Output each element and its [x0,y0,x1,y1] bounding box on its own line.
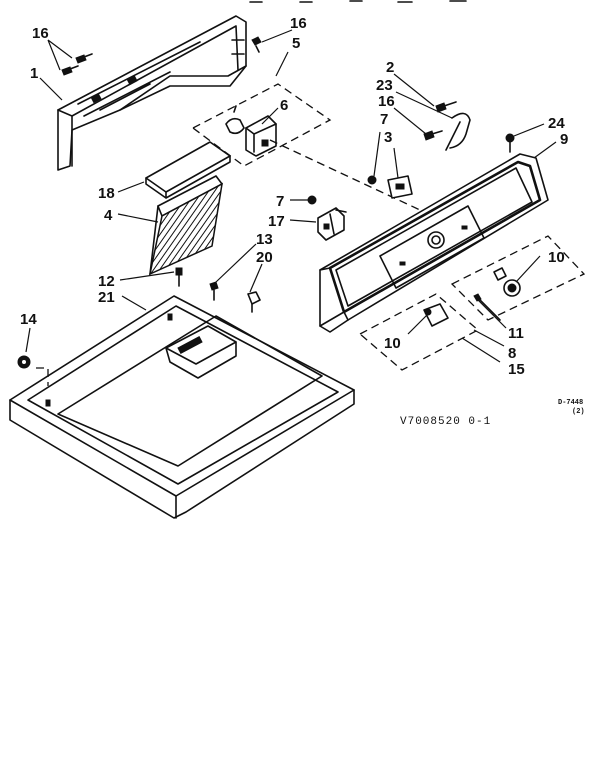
assembly-line [269,139,421,211]
screw-16-left [61,53,93,76]
callout-14: 14 [20,311,37,328]
assembly-box-10-right [450,235,586,321]
parts-11-8 [473,293,501,321]
callout-24: 24 [548,115,565,132]
callout-13: 13 [256,231,273,248]
callout-4: 4 [104,207,113,224]
drawing-code: V7008520 0-1 [400,416,491,428]
screw-16-top [251,36,262,53]
top-panel-21 [9,295,355,519]
rear-bracket-part [57,15,247,171]
part-14-grommet [17,355,49,386]
callout-15: 15 [508,361,525,378]
lint-screen-4 [148,175,223,276]
callout-5: 5 [292,35,300,52]
lint-cover-18 [145,141,231,199]
callout-20: 20 [256,249,273,266]
top-edge-fragments [249,0,467,3]
callout-17: 17 [268,213,285,230]
knob-10-lower [423,303,449,327]
callout-11: 11 [508,325,524,342]
callout-16b: 16 [290,15,307,32]
screw-24 [505,133,515,153]
callout-7b: 7 [276,193,284,210]
bracket-3 [387,175,413,199]
fasteners-12-13-20 [175,267,261,313]
callout-6: 6 [280,97,288,114]
callout-16c: 16 [378,93,395,110]
callout-8: 8 [508,345,516,362]
callout-1: 1 [30,65,38,82]
console-backguard-9 [319,153,549,333]
screws-2-23-16 [423,101,471,151]
knob-and-switch-6 [225,105,277,157]
callout-16a: 16 [32,25,49,42]
callout-10b: 10 [384,335,401,352]
callout-18: 18 [98,185,115,202]
assembly-box-10-lower [358,293,480,371]
callout-10a: 10 [548,249,565,266]
callout-12: 12 [98,273,115,290]
callout-3: 3 [384,129,392,146]
callout-21: 21 [98,289,115,306]
callout-labels: 16 1 16 5 6 2 23 16 7 3 24 9 18 4 7 17 1… [20,15,568,378]
nut-7-middle [307,195,317,205]
knob-10-right [493,267,521,297]
callout-7a: 7 [380,111,388,128]
leader-lines [25,29,557,363]
sheet-subcode: (2) [572,408,585,416]
nut-7-upper [367,175,377,185]
door-switch-17 [317,207,347,241]
callout-2: 2 [386,59,394,76]
sheet-code: D-7448 [558,399,583,407]
callout-9: 9 [560,131,568,148]
callout-23: 23 [376,77,393,94]
